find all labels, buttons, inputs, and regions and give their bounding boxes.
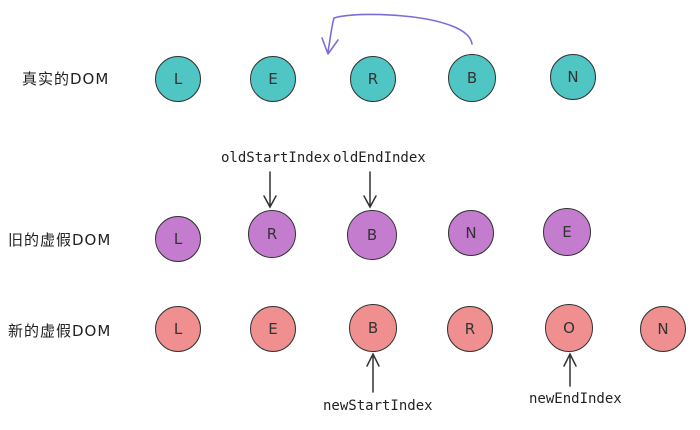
real-dom-node: E [250, 56, 296, 102]
new-vdom-node: O [545, 304, 593, 352]
real-dom-node: N [550, 54, 596, 100]
real-dom-node: B [448, 54, 496, 102]
old-vdom-node: N [448, 210, 494, 256]
new-vdom-node: B [349, 304, 397, 352]
old-vdom-node: L [155, 216, 201, 262]
old-end-pointer-arrow [363, 171, 377, 209]
old-vdom-node: B [347, 210, 397, 260]
real-dom-node: L [155, 56, 201, 102]
old-vdom-node: R [248, 210, 296, 258]
new-vdom-label: 新的虚假DOM [8, 322, 112, 340]
new-end-pointer-arrow [563, 352, 577, 387]
new-vdom-node: L [155, 306, 201, 352]
old-vdom-node: E [543, 208, 591, 256]
old-vdom-label: 旧的虚假DOM [8, 231, 112, 249]
new-start-index-label: newStartIndex [323, 398, 433, 414]
real-dom-node: R [350, 56, 396, 102]
old-end-index-label: oldEndIndex [333, 150, 426, 166]
real-dom-label: 真实的DOM [22, 70, 110, 88]
old-start-index-label: oldStartIndex [221, 150, 331, 166]
move-arrow-head [321, 37, 339, 55]
new-start-pointer-arrow [366, 352, 380, 393]
new-end-index-label: newEndIndex [529, 391, 622, 407]
new-vdom-node: N [640, 306, 686, 352]
old-start-pointer-arrow [263, 171, 277, 209]
move-arrow [327, 13, 473, 53]
new-vdom-node: R [447, 306, 493, 352]
new-vdom-node: E [250, 306, 296, 352]
